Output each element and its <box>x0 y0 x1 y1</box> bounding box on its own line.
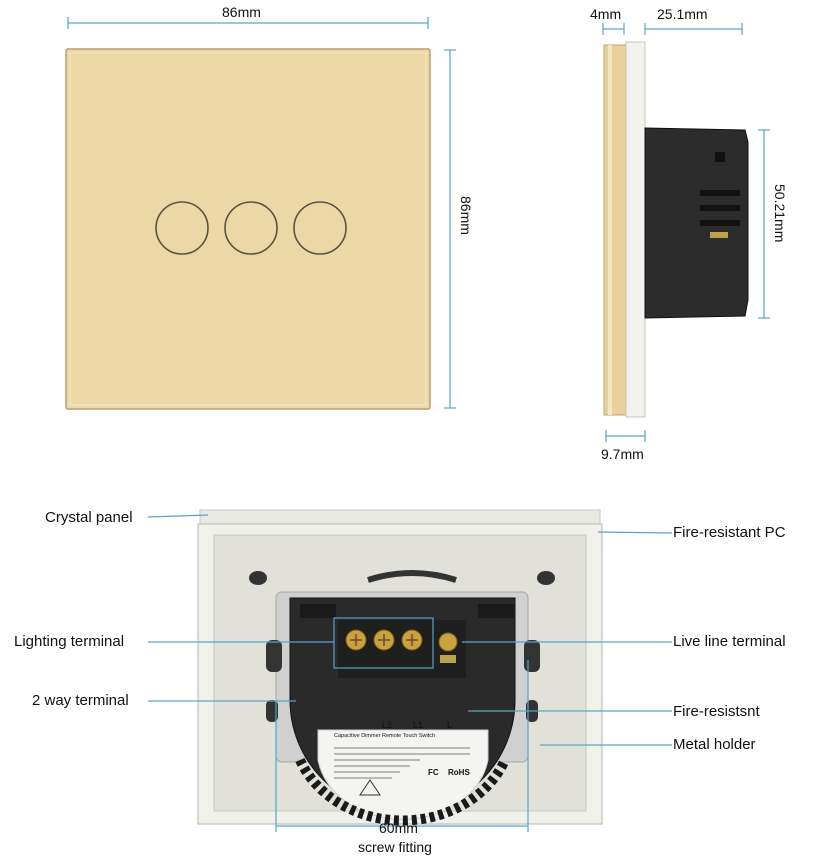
callout-metal-holder: Metal holder <box>673 736 756 753</box>
screw-size-label: 60mm <box>379 820 418 836</box>
side-depth-label: 25.1mm <box>657 6 708 22</box>
callout-fire-resistsnt: Fire-resistsnt <box>673 703 760 720</box>
callout-live-line-terminal: Live line terminal <box>673 633 786 650</box>
touch-button-3 <box>293 201 347 255</box>
module-title: Capacitive Dimmer Remote Touch Switch <box>334 733 436 739</box>
terminal-label-l1: L1 <box>413 720 424 730</box>
front-glass-panel <box>65 48 431 410</box>
module-rohs-mark: RoHS <box>448 768 470 777</box>
screw-fitting-label: screw fitting <box>358 839 432 855</box>
touch-button-1 <box>155 201 209 255</box>
dim-side-box-height <box>758 129 770 319</box>
callout-crystal-panel: Crystal panel <box>45 509 133 526</box>
dim-front-height <box>444 49 456 409</box>
front-width-label: 86mm <box>222 4 261 20</box>
terminal-label-l2: L2 <box>382 720 393 730</box>
module-fc-mark: FC <box>428 768 439 777</box>
callout-2-way-terminal: 2 way terminal <box>32 692 129 709</box>
dim-side-plate <box>605 430 646 442</box>
side-box-height-label: 50.21mm <box>772 184 788 243</box>
touch-button-2 <box>224 201 278 255</box>
front-height-label: 86mm <box>458 196 474 235</box>
callout-lighting-terminal: Lighting terminal <box>14 633 125 650</box>
side-glass-panel <box>603 44 627 416</box>
callout-fire-resistant-pc: Fire-resistant PC <box>673 524 786 541</box>
dim-side-thickness <box>602 23 625 35</box>
side-plate-label: 9.7mm <box>601 446 644 462</box>
dim-front-width <box>67 17 429 29</box>
side-thickness-label: 4mm <box>590 6 622 22</box>
terminal-label-l: L <box>447 720 453 730</box>
rear-crystal-edge <box>199 509 601 525</box>
dim-side-depth <box>644 23 743 35</box>
side-housing <box>644 127 749 319</box>
side-back-plate <box>625 41 646 418</box>
